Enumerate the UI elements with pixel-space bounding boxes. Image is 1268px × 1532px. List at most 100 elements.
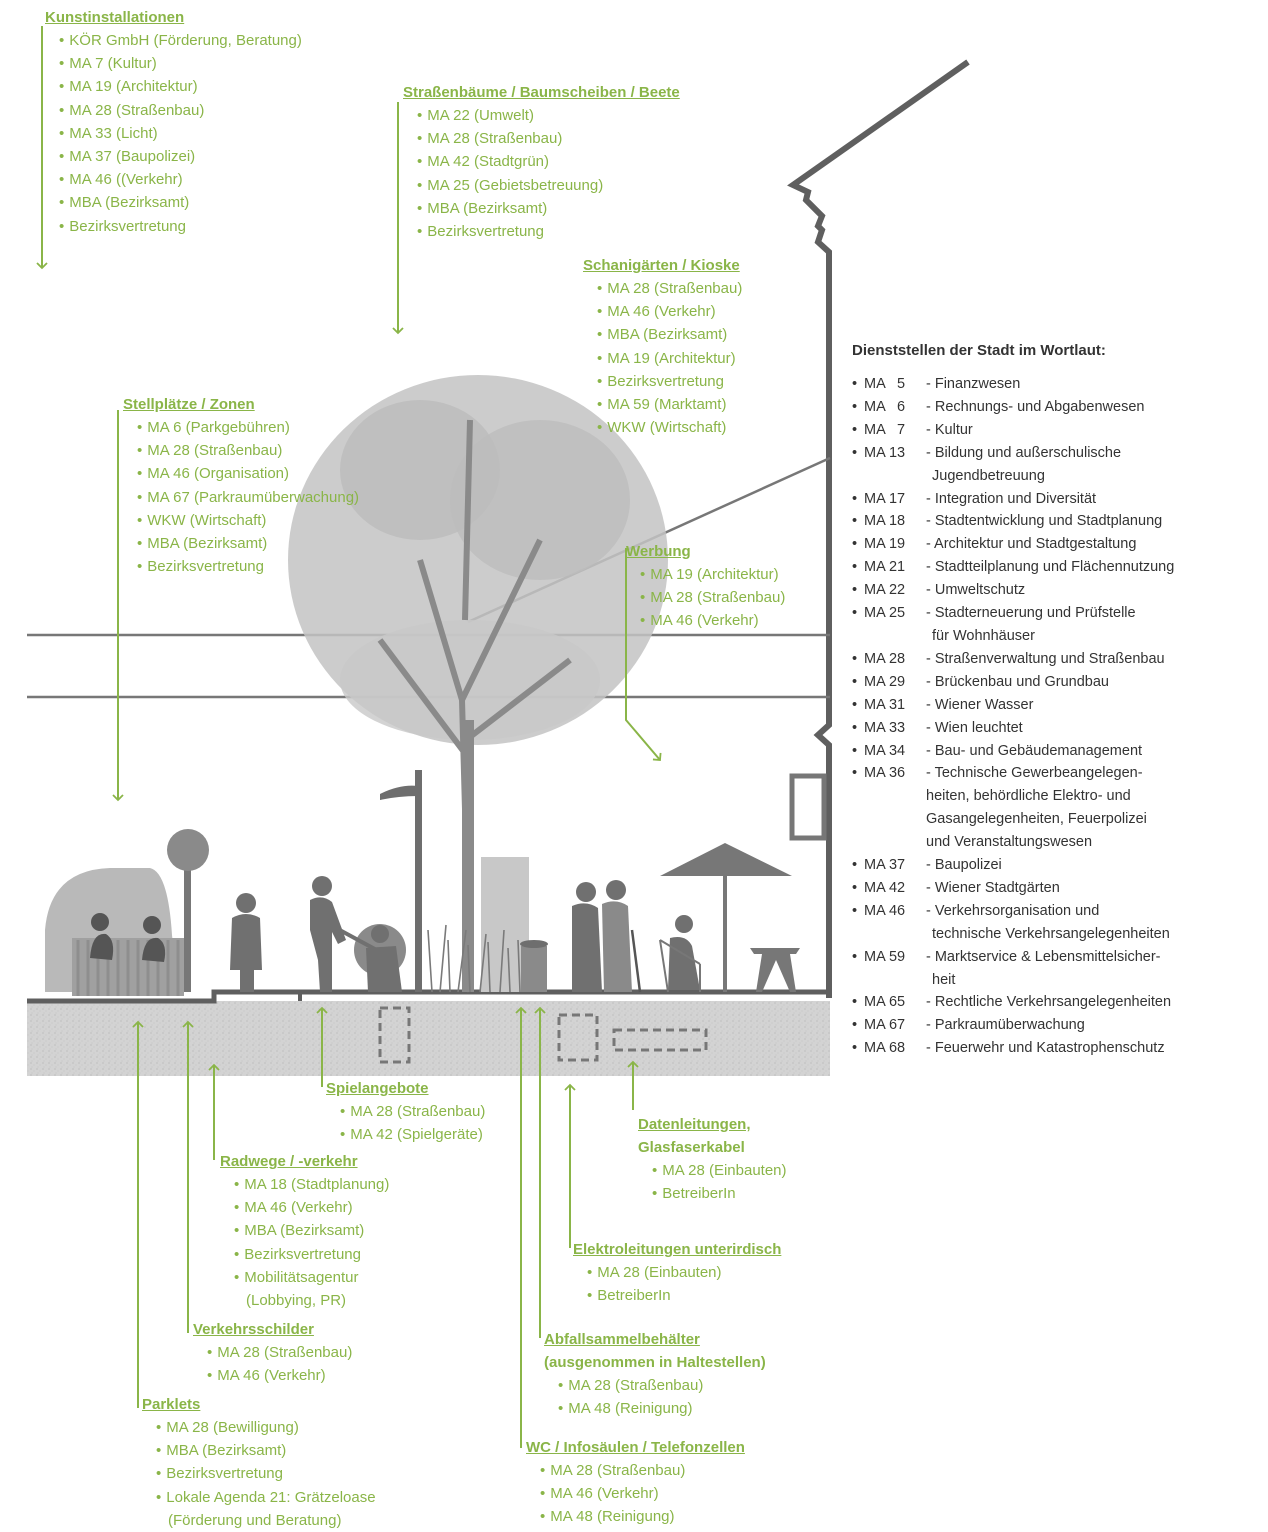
- group-title-line2: (ausgenommen in Haltestellen): [544, 1354, 766, 1371]
- legend-text: - Stadterneuerung und Prüfstelle: [926, 605, 1136, 622]
- legend-entry: MA 65 - Rechtliche Verkehrsangelegenheite…: [852, 991, 1174, 1014]
- group-item: MA 28 (Straßenbau): [597, 277, 742, 300]
- legend-entry: MA 21- Stadtteilplanung und Flächennutzu…: [852, 556, 1174, 579]
- legend-entry: MA 29- Brückenbau und Grundbau: [852, 671, 1174, 694]
- legend-entry-continuation: für Wohnhäuser: [932, 627, 1035, 644]
- legend-text: - Verkehrsorganisation und: [926, 902, 1100, 919]
- legend-title: Dienststellen der Stadt im Wortlaut:: [852, 342, 1106, 359]
- group-item: MA 28 (Bewilligung): [156, 1416, 376, 1439]
- group-werbung: Werbung MA 19 (Architektur)MA 28 (Straße…: [626, 540, 785, 633]
- legend-entry: MA 31- Wiener Wasser: [852, 694, 1174, 717]
- group-items: MA 18 (Stadtplanung)MA 46 (Verkehr)MBA (…: [220, 1173, 389, 1312]
- legend-text: - Stadtentwicklung und Stadtplanung: [926, 513, 1163, 530]
- legend-entry: MA 34 - Bau- und Gebäudemanagement: [852, 740, 1174, 763]
- group-title: Datenleitungen,: [638, 1116, 751, 1133]
- group-item: MBA (Bezirksamt): [417, 197, 680, 220]
- group-item: MA 42 (Stadtgrün): [417, 150, 680, 173]
- group-title: Stellplätze / Zonen: [123, 396, 255, 413]
- group-item: MA 46 (Verkehr): [540, 1482, 745, 1505]
- legend-code: MA 34: [864, 742, 906, 759]
- group-item: Bezirksvertretung: [597, 370, 742, 393]
- group-kunstinstallationen: Kunstinstallationen KÖR GmbH (Förderung,…: [45, 6, 302, 238]
- legend-text: - Rechnungs- und Abgabenwesen: [926, 398, 1145, 415]
- group-item: MA 28 (Straßenbau): [207, 1341, 352, 1364]
- group-title: Radwege / -verkehr: [220, 1153, 358, 1170]
- legend-entry: MA 18 - Stadtentwicklung und Stadtplanung: [852, 510, 1174, 533]
- legend-code: MA 59: [864, 948, 906, 965]
- group-verkehrsschilder: Verkehrsschilder MA 28 (Straßenbau)MA 46…: [193, 1318, 352, 1387]
- group-schanigaerten: Schanigärten / Kioske MA 28 (Straßenbau)…: [583, 254, 742, 439]
- group-item: Bezirksvertretung: [59, 215, 302, 238]
- group-items: MA 28 (Straßenbau)MA 46 (Verkehr)MBA (Be…: [583, 277, 742, 439]
- street-lamp: [380, 770, 422, 992]
- legend-code: MA 17: [864, 490, 906, 507]
- legend-text: - Finanzwesen: [926, 376, 1021, 392]
- legend-text: - Bau- und Gebäudemanagement: [926, 742, 1143, 759]
- group-title: Straßenbäume / Baumscheiben / Beete: [403, 84, 680, 101]
- underground-ducts: [378, 1006, 708, 1064]
- group-item: MBA (Bezirksamt): [597, 323, 742, 346]
- group-item: MA 19 (Architektur): [640, 563, 785, 586]
- legend-text: - Integration und Diversität: [926, 490, 1097, 507]
- group-items: MA 28 (Straßenbau)MA 48 (Reinigung): [544, 1374, 766, 1420]
- group-elektroleitungen: Elektroleitungen unterirdisch MA 28 (Ein…: [573, 1238, 781, 1307]
- legend-text: - Parkraumüberwachung: [926, 1017, 1085, 1034]
- group-title: WC / Infosäulen / Telefonzellen: [526, 1439, 745, 1456]
- planting-bed: [427, 924, 521, 993]
- traffic-sign: [167, 829, 209, 992]
- group-title: Abfallsammelbehälter: [544, 1331, 700, 1348]
- group-item: MBA (Bezirksamt): [156, 1439, 376, 1462]
- group-item: MA 46 (Verkehr): [234, 1196, 389, 1219]
- group-title: Elektroleitungen unterirdisch: [573, 1241, 782, 1258]
- legend-code: MA 67: [864, 1017, 906, 1034]
- legend-code: MA 31: [864, 696, 906, 713]
- group-abfallsammelbehaelter: Abfallsammelbehälter (ausgenommen in Hal…: [544, 1328, 766, 1420]
- pedestrians: [230, 876, 700, 993]
- group-parklets: Parklets MA 28 (Bewilligung)MBA (Bezirks…: [142, 1393, 376, 1532]
- legend-entry: MA 25- Stadterneuerung und Prüfstelle: [852, 602, 1174, 625]
- legend-entry: MA 36 - Technische Gewerbeangelegen-: [852, 762, 1174, 785]
- callout-arrows: [36, 26, 662, 1448]
- group-item: MA 33 (Licht): [59, 122, 302, 145]
- group-item: Bezirksvertretung: [417, 220, 680, 243]
- group-item: KÖR GmbH (Förderung, Beratung): [59, 29, 302, 52]
- group-title: Parklets: [142, 1396, 201, 1413]
- legend-text: - Umweltschutz: [926, 582, 1026, 599]
- legend-code: MA 37: [864, 857, 906, 874]
- parked-car: [45, 868, 184, 996]
- group-item: Mobilitätsagentur: [234, 1266, 389, 1289]
- group-item: MA 37 (Baupolizei): [59, 145, 302, 168]
- group-items: MA 28 (Straßenbau)MA 46 (Verkehr): [193, 1341, 352, 1387]
- legend-text: - Rechtliche Verkehrsangelegenheiten: [926, 994, 1172, 1011]
- legend-entry: MA 42 - Wiener Stadtgärten: [852, 877, 1174, 900]
- legend-code: MA 36: [864, 765, 906, 782]
- legend-code: MA 42: [864, 879, 906, 896]
- legend-text: - Technische Gewerbeangelegen-: [926, 765, 1143, 782]
- legend-code: MA 65: [864, 994, 906, 1011]
- group-title: Werbung: [626, 543, 691, 560]
- legend-text: - Marktservice & Lebensmittelsicher-: [926, 948, 1161, 965]
- group-item: MA 25 (Gebietsbetreuung): [417, 174, 680, 197]
- legend-text: - Bildung und außerschulische: [926, 444, 1122, 461]
- legend-code: MA 18: [864, 513, 906, 530]
- legend-entry-continuation: heiten, behördliche Elektro- und: [926, 788, 1131, 805]
- legend-entry: MA 17 - Integration und Diversität: [852, 488, 1174, 511]
- legend-text: - Wien leuchtet: [926, 719, 1023, 736]
- cafe-umbrella: [659, 843, 800, 993]
- group-item: MA 46 (Verkehr): [640, 609, 785, 632]
- group-title: Schanigärten / Kioske: [583, 257, 740, 274]
- legend-text: - Wiener Stadtgärten: [926, 879, 1060, 896]
- group-item: MA 59 (Marktamt): [597, 393, 742, 416]
- legend-code: MA 13: [864, 444, 906, 461]
- legend-entry: MA 46- Verkehrsorganisation und: [852, 900, 1174, 923]
- group-item: MA 6 (Parkgebühren): [137, 416, 359, 439]
- group-title: Kunstinstallationen: [45, 9, 185, 26]
- legend-code: MA 5: [864, 376, 906, 392]
- group-item: Bezirksvertretung: [234, 1243, 389, 1266]
- group-radwege: Radwege / -verkehr MA 18 (Stadtplanung)M…: [220, 1150, 389, 1312]
- legend-entry-continuation: technische Verkehrsangelegenheiten: [932, 925, 1170, 942]
- group-items: MA 28 (Einbauten)BetreiberIn: [573, 1261, 781, 1307]
- group-item: WKW (Wirtschaft): [137, 509, 359, 532]
- legend-code: MA 28: [864, 650, 906, 667]
